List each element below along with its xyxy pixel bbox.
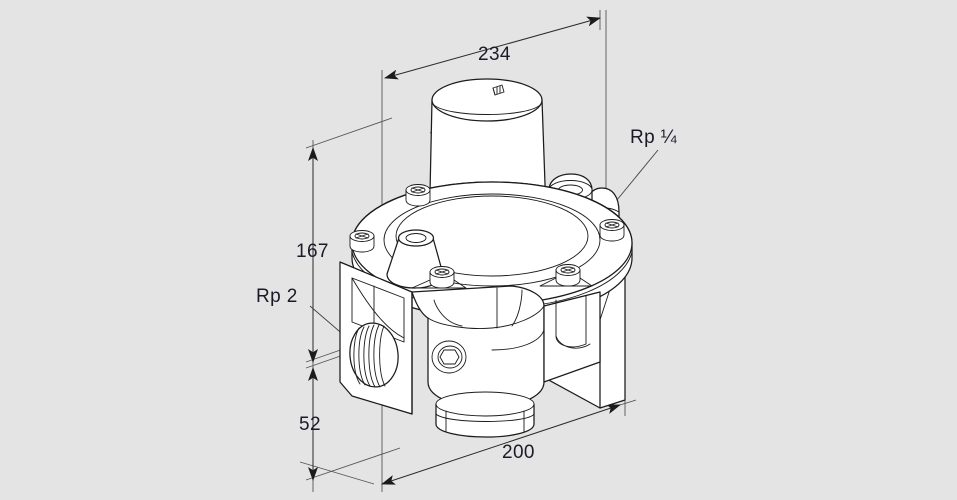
dimension-lines [308, 16, 621, 485]
valve-body [339, 261, 601, 438]
callout-label-rp2: Rp 2 [256, 286, 298, 307]
flange-bolt [539, 264, 593, 287]
flange-bolts [349, 184, 625, 289]
dimension-label-234: 234 [478, 44, 511, 65]
dimension-line-200 [381, 404, 621, 485]
cap-marking-plate [492, 84, 505, 96]
dimension-label-52: 52 [299, 414, 321, 435]
hex-socket-plug [431, 340, 467, 374]
dimension-label-167: 167 [296, 241, 329, 262]
callout-label-rp-quarter: Rp ¼ [630, 127, 678, 148]
leader-rp-quarter [611, 149, 659, 207]
dimension-label-200: 200 [502, 442, 535, 463]
bottom-hex-cap [435, 391, 535, 438]
flange-bolt [405, 184, 431, 207]
flange-bolt [349, 230, 375, 253]
flange-bolt [599, 219, 625, 242]
flange-bolt [411, 266, 467, 289]
threaded-inlet-port [349, 322, 399, 388]
dimension-line-234 [384, 16, 601, 80]
